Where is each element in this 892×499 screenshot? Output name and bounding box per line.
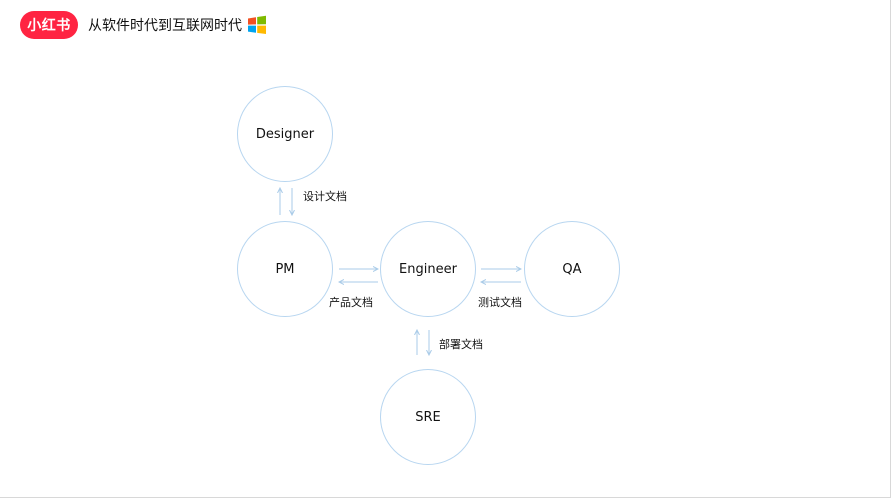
node-designer: Designer <box>237 86 333 182</box>
header: 小红书 从软件时代到互联网时代 <box>20 11 267 39</box>
label-test-doc: 测试文档 <box>478 296 522 309</box>
xiaohongshu-logo[interactable]: 小红书 <box>20 11 78 39</box>
label-design-doc: 设计文档 <box>303 190 347 203</box>
windows-logo-icon <box>247 15 267 35</box>
label-product-doc: 产品文档 <box>329 296 373 309</box>
node-qa: QA <box>524 221 620 317</box>
page-title: 从软件时代到互联网时代 <box>88 18 242 34</box>
node-sre: SRE <box>380 369 476 465</box>
node-pm: PM <box>237 221 333 317</box>
node-engineer: Engineer <box>380 221 476 317</box>
label-deploy-doc: 部署文档 <box>439 338 483 351</box>
